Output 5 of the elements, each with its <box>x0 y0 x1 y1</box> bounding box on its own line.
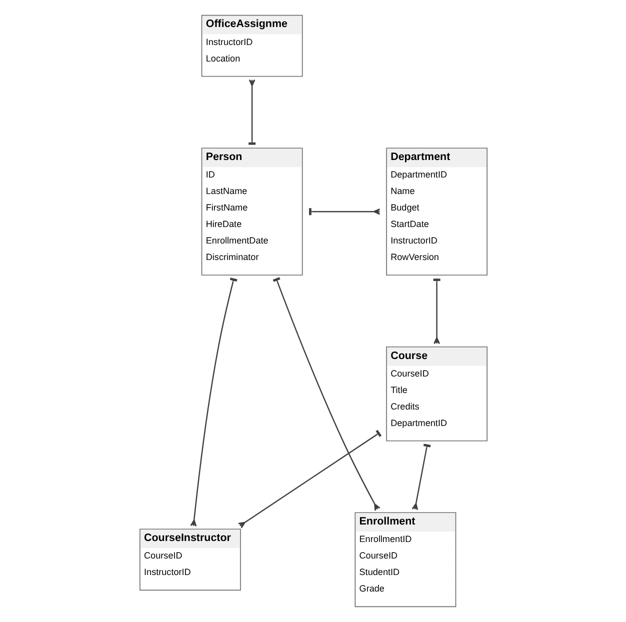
connector <box>237 430 382 528</box>
connector <box>432 278 440 344</box>
connector <box>272 277 380 512</box>
connector <box>190 278 237 527</box>
connector <box>411 444 430 510</box>
